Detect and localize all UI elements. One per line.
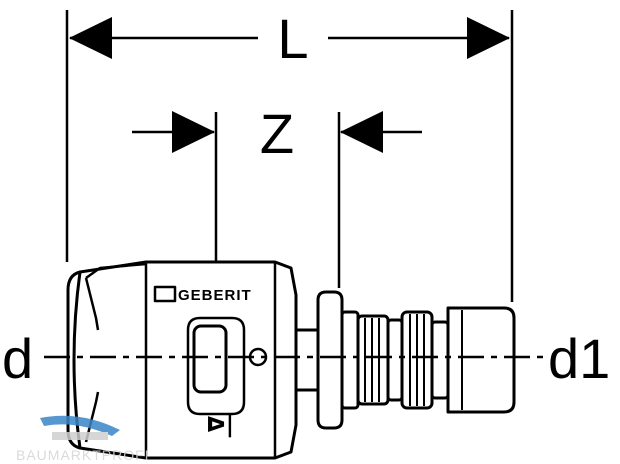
- watermark: BAUMARKTPROFI: [16, 415, 150, 463]
- arrow-right-icon: [467, 17, 510, 59]
- watermark-logo-icon: [40, 415, 120, 436]
- sleeve-contour-top: [85, 262, 148, 458]
- diameter-label-d: d: [2, 327, 33, 390]
- grip-ring-ribs: [364, 318, 380, 402]
- arrow-left-icon: [340, 111, 383, 153]
- brand-box: [153, 285, 177, 303]
- dimension-z: Z: [132, 102, 422, 165]
- end-symbol: ᐅ|: [206, 413, 234, 438]
- spigot: [294, 290, 516, 430]
- watermark-logo-bar: [52, 432, 108, 440]
- collar-ring: [340, 310, 360, 410]
- sleeve-rim: [66, 270, 81, 450]
- o-ring-ribs: [409, 314, 425, 406]
- brand-label: GEBERIT: [178, 287, 252, 304]
- dimension-label-l: L: [277, 7, 308, 70]
- diameter-label-d1: d1: [548, 327, 610, 390]
- inspection-window: [192, 324, 228, 394]
- spigot-collar: [430, 320, 450, 400]
- arrow-right-icon: [172, 111, 215, 153]
- sleeve-contour-lower: [84, 391, 100, 443]
- dimension-l: L: [69, 7, 510, 70]
- arrow-left-icon: [69, 17, 112, 59]
- extension-lines: [65, 10, 514, 324]
- collar-flange: [316, 290, 344, 430]
- sleeve-contour-inner: [84, 277, 100, 331]
- spigot-neck: [294, 328, 320, 392]
- watermark-text: BAUMARKTPROFI: [16, 447, 150, 463]
- seal-ring: [386, 318, 404, 402]
- dimension-label-z: Z: [260, 102, 294, 165]
- spigot-tip: [446, 306, 516, 414]
